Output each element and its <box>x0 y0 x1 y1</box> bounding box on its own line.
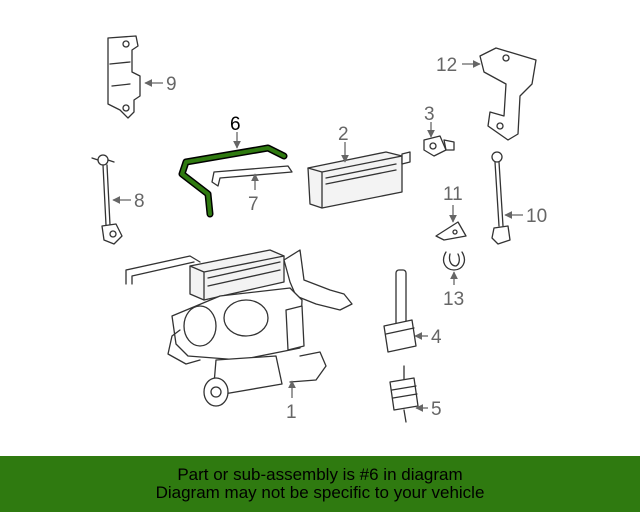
part-7-hose[interactable] <box>211 165 293 187</box>
part-8-link-rod[interactable] <box>91 154 123 245</box>
part-11-clip[interactable] <box>435 221 467 241</box>
info-banner: Part or sub-assembly is #6 in diagram Di… <box>0 456 640 512</box>
part-5-filter[interactable] <box>389 365 419 423</box>
part-13-clamp[interactable] <box>442 251 466 271</box>
callout-2[interactable]: 2 <box>338 124 349 145</box>
callout-7[interactable]: 7 <box>248 194 259 215</box>
callout-11[interactable]: 11 <box>443 184 463 205</box>
parts-diagram: 9 8 6 7 2 3 12 <box>91 35 547 423</box>
part-2-module[interactable] <box>307 151 411 209</box>
callout-10[interactable]: 10 <box>526 206 547 227</box>
callout-9[interactable]: 9 <box>166 74 177 95</box>
callout-1[interactable]: 1 <box>286 402 297 423</box>
part-4-accumulator[interactable] <box>383 269 417 353</box>
callout-4[interactable]: 4 <box>431 327 442 348</box>
callout-3[interactable]: 3 <box>424 104 435 125</box>
part-10-link-rod[interactable] <box>491 151 511 245</box>
part-3-valve[interactable] <box>423 135 455 157</box>
banner-line-1: Part or sub-assembly is #6 in diagram <box>177 465 463 484</box>
part-6-hose[interactable] <box>178 144 288 218</box>
callout-13[interactable]: 13 <box>443 289 464 310</box>
part-9-bracket[interactable] <box>107 35 141 119</box>
part-12-bracket[interactable] <box>479 47 537 141</box>
callout-12[interactable]: 12 <box>436 55 457 76</box>
callout-8[interactable]: 8 <box>134 191 145 212</box>
callout-5[interactable]: 5 <box>431 399 442 420</box>
callout-6[interactable]: 6 <box>230 114 241 135</box>
banner-line-2: Diagram may not be specific to your vehi… <box>155 483 485 502</box>
part-1-compressor-assembly[interactable] <box>125 249 353 407</box>
